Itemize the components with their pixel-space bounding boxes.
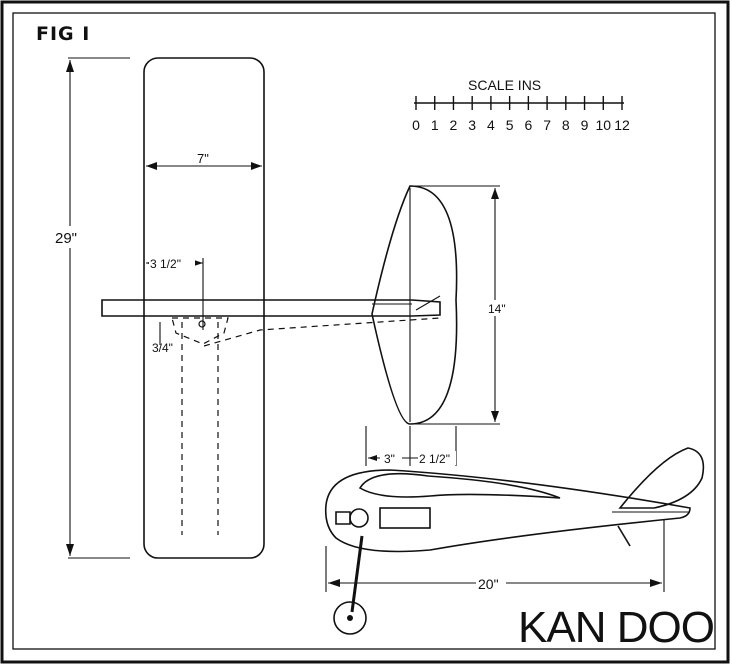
scale-tick-label: 6 (524, 117, 532, 133)
fuselage-window (379, 507, 431, 529)
drawing-border (12, 12, 716, 650)
fuselage-side-outline (324, 469, 691, 553)
figure-label: FIG I (36, 23, 90, 45)
scale-tick-label: 1 (431, 117, 439, 133)
wing-outline (143, 57, 265, 559)
scale-tick-label: 5 (506, 117, 514, 133)
scale-tick-label: 8 (562, 117, 570, 133)
tail-chord-a-label: 3" (384, 452, 395, 466)
scale-tick-label: 9 (581, 117, 589, 133)
scale-tick-label: 12 (614, 117, 630, 133)
tail-chord-b-label: 2 1/2" (419, 452, 450, 466)
wing-plan-view: 29" 7" 3 1/2" 3/4" (52, 57, 265, 559)
landing-gear-wheel (333, 601, 367, 635)
scale-tick-label: 0 (412, 117, 420, 133)
scale-tick-label: 3 (468, 117, 476, 133)
tail-span-label: 14" (488, 302, 506, 316)
tail-plan-view: 14" 3" 2 1/2" (365, 185, 506, 466)
scale-tick-label: 10 (595, 117, 611, 133)
brand-title: KAN DOO (518, 603, 714, 652)
fuselage-length-label: 20" (478, 576, 499, 592)
side-view: 20" (324, 447, 705, 635)
wing-section (358, 472, 561, 499)
scale-tick-label: 2 (450, 117, 458, 133)
fuselage-top-view (101, 295, 441, 347)
fin-outline (618, 447, 705, 509)
landing-gear-strut (350, 535, 364, 613)
small-offset-label: 3/4" (152, 341, 173, 355)
scale-title: SCALE INS (468, 77, 541, 93)
tailplane-outline (371, 185, 458, 425)
wing-chord-label: 7" (197, 151, 209, 166)
scale-tick-label: 7 (543, 117, 551, 133)
fuselage-port-hole (349, 508, 369, 528)
fuselage-boom (101, 299, 441, 317)
scale-tick-label: 4 (487, 117, 495, 133)
wing-span-label: 29" (55, 230, 77, 247)
half-chord-label: 3 1/2" (150, 257, 181, 271)
